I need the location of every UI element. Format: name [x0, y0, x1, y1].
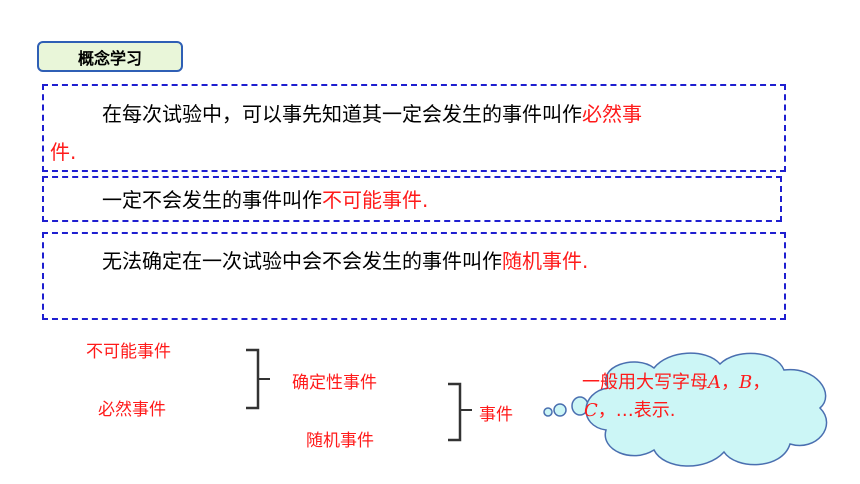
term-impossible-event: 不可能事件 — [322, 188, 422, 212]
letter-a: A — [708, 372, 721, 393]
thought-bubble — [543, 352, 828, 467]
definition-period: . — [582, 249, 589, 273]
bracket-event — [448, 382, 472, 442]
term-certain-event-part2: 件 — [50, 140, 70, 164]
bracket-deterministic — [246, 348, 270, 410]
definition-random-event-box: 无法确定在一次试验中会不会发生的事件叫作随机事件. — [42, 232, 786, 320]
separator: ， — [721, 372, 739, 393]
definition-text: 在每次试验中，可以事先知道其一定会发生的事件叫作 — [102, 102, 582, 126]
concept-learning-tag: 概念学习 — [37, 41, 183, 72]
bubble-line2-text: ，…表示. — [597, 400, 676, 421]
bubble-line-2: C，…表示. — [582, 397, 812, 425]
definition-line: 无法确定在一次试验中会不会发生的事件叫作随机事件. — [102, 242, 588, 280]
separator: ， — [752, 372, 771, 393]
definition-impossible-event-box: 一定不会发生的事件叫作不可能事件. — [42, 176, 782, 222]
bubble-text: 一般用大写字母A，B， C，…表示. — [582, 369, 812, 425]
definition-period: . — [422, 188, 429, 212]
label-deterministic-event: 确定性事件 — [292, 373, 377, 393]
definition-line-1: 在每次试验中，可以事先知道其一定会发生的事件叫作必然事 — [102, 95, 642, 133]
bubble-line-1: 一般用大写字母A，B， — [582, 369, 812, 397]
letter-b: B — [739, 372, 753, 393]
term-random-event: 随机事件 — [502, 249, 582, 273]
letter-c: C — [584, 400, 598, 421]
label-event: 事件 — [479, 405, 513, 425]
label-random-event: 随机事件 — [306, 431, 374, 451]
label-impossible-event: 不可能事件 — [86, 342, 171, 362]
definition-line-2: 件. — [50, 133, 76, 171]
bubble-line1-text: 一般用大写字母 — [582, 372, 708, 393]
definition-certain-event-box: 在每次试验中，可以事先知道其一定会发生的事件叫作必然事 件. — [42, 84, 786, 172]
definition-period: . — [70, 140, 77, 164]
term-certain-event-part1: 必然事 — [582, 102, 642, 126]
definition-line: 一定不会发生的事件叫作不可能事件. — [102, 181, 428, 219]
label-certain-event: 必然事件 — [98, 400, 166, 420]
definition-text: 无法确定在一次试验中会不会发生的事件叫作 — [102, 249, 502, 273]
definition-text: 一定不会发生的事件叫作 — [102, 188, 322, 212]
tag-label: 概念学习 — [77, 48, 142, 68]
